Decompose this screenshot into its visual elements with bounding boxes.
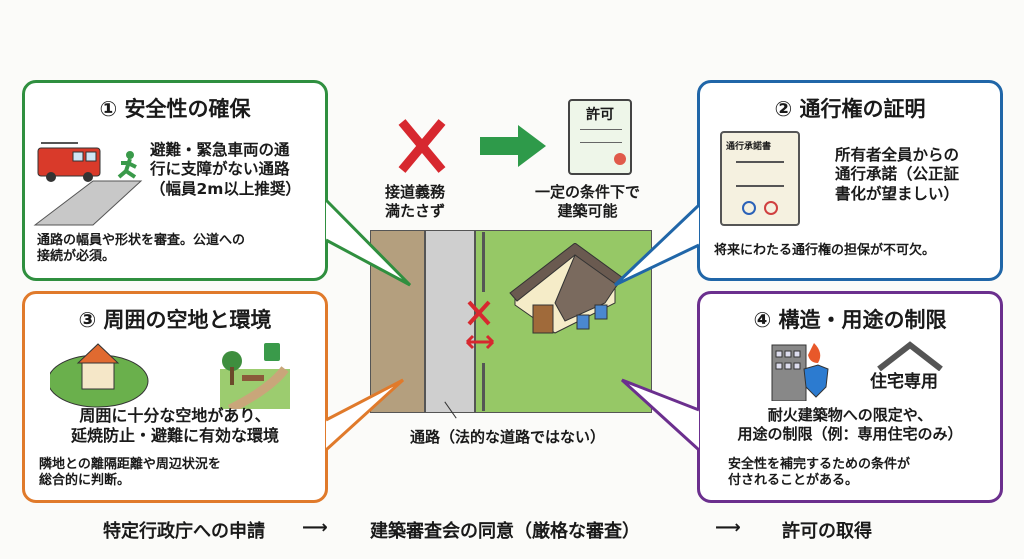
box-note-text: 安全性を補完するための条件が 付されることがある。 (728, 457, 911, 489)
fire-truck-runner-icon (33, 142, 143, 226)
seal-icon (742, 201, 756, 215)
passage-strip (425, 230, 475, 413)
flow-arrow: ⟶ (715, 517, 741, 538)
box-note-text: 将来にわたる通行権の担保が不可欠。 (714, 243, 936, 258)
box-title: ④ 構造・用途の制限 (753, 308, 947, 332)
box-title: ① 安全性の確保 (99, 97, 251, 121)
box-main-text: 避難・緊急車両の通 行に支障がない通路 （幅員2m以上推奨） (150, 141, 301, 198)
box-open-space: ③ 周囲の空地と環境 周囲に十分な空地があり、 延焼防止・避難に有効な環境 隣地… (22, 291, 328, 503)
box-note-text: 隣地との離隔距離や周辺状況を 総合的に判断。 (39, 457, 221, 489)
green-arrow-icon (480, 125, 546, 167)
box-main-text: 所有者全員からの 通行承諾（公正証 書化が望ましい） (835, 146, 960, 203)
box-right-of-way: ② 通行権の証明 通行承諾書 所有者全員からの 通行承諾（公正証 書化が望ましい… (697, 80, 1003, 281)
residential-only-label: 住宅専用 (870, 372, 938, 392)
box-title: ② 通行権の証明 (774, 97, 926, 121)
consent-document-title: 通行承諾書 (726, 142, 772, 152)
not-allowed-x-icon (398, 119, 446, 173)
consent-document-icon: 通行承諾書 (720, 131, 800, 226)
open-space-park-icon (50, 343, 290, 409)
frontage-x-icon (465, 300, 495, 350)
flow-arrow: ⟶ (302, 517, 328, 538)
house-icon (509, 243, 624, 334)
fireproof-building-icon (771, 343, 829, 401)
box-main-text: 周囲に十分な空地があり、 延焼防止・避難に有効な環境 (70, 406, 279, 445)
flow-step-permit: 許可の取得 (782, 521, 872, 542)
box-note-text: 通路の幅員や形状を審査。公道への 接続が必須。 (37, 233, 246, 265)
flow-step-review: 建築審査会の同意（厳格な審査） (370, 521, 640, 542)
seal-icon (764, 201, 778, 215)
box-main-text: 耐火建築物への限定や、 用途の制限（例：専用住宅のみ） (737, 406, 963, 443)
passage-label: 通路（法的な道路ではない） (410, 428, 606, 446)
flow-step-application: 特定行政庁への申請 (103, 521, 265, 542)
box-structure-use: ④ 構造・用途の制限 住宅専用 耐火建築物への限定や、 用途の制限（例：専用住宅… (697, 291, 1003, 503)
after-label: 一定の条件下で 建築可能 (535, 183, 641, 220)
before-label: 接道義務 満たさず (385, 183, 446, 220)
permit-certificate-icon: 許可 (568, 99, 632, 175)
box-safety: ① 安全性の確保 避難・緊急車両の通 行に支障がない通路 （幅員2m以上推奨） … (22, 80, 328, 281)
box-title: ③ 周囲の空地と環境 (78, 308, 272, 332)
house-outline-icon (877, 341, 943, 371)
certificate-title: 許可 (586, 107, 614, 123)
